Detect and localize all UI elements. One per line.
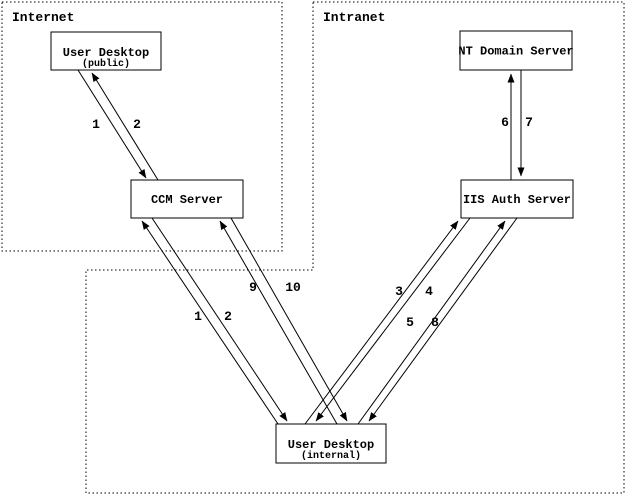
edge-line-8-iis-auth-server-to-user-desktop-internal: [368, 217, 518, 422]
node-iis-auth-server: [460, 179, 574, 219]
edge-line-2-ccm-server-to-user-desktop-internal: [151, 217, 288, 422]
zone-label-internet: Internet: [12, 10, 74, 25]
edge-label-7-nt-domain-server-to-iis-auth-server: 7: [525, 115, 533, 130]
edge-label-2-ccm-server-to-user-desktop-public: 2: [133, 117, 141, 132]
edge-label-6-iis-auth-server-to-nt-domain-server: 6: [501, 115, 509, 130]
node-ccm-server: [130, 179, 244, 219]
edge-label-10-ccm-server-to-user-desktop-internal: 10: [285, 280, 301, 295]
edge-label-1-user-desktop-public-to-ccm-server: 1: [92, 117, 100, 132]
edge-label-9-user-desktop-internal-to-ccm-server: 9: [249, 280, 257, 295]
edge-label-1-user-desktop-internal-to-ccm-server: 1: [194, 309, 202, 324]
edge-line-1-user-desktop-public-to-ccm-server: [77, 69, 147, 179]
edge-line-4-iis-auth-server-to-user-desktop-internal: [315, 217, 471, 422]
node-label-ccm-server: CCM Server: [151, 193, 223, 207]
edge-line-1-user-desktop-internal-to-ccm-server: [141, 220, 279, 425]
edge-line-2-ccm-server-to-user-desktop-public: [91, 72, 159, 181]
node-label-nt-domain-server: NT Domain Server: [458, 45, 573, 59]
node-sublabel-user-desktop-internal: (internal): [301, 450, 361, 462]
zone-label-intranet: Intranet: [323, 10, 385, 25]
zone-border-internet: [1, 1, 283, 252]
edge-line-9-user-desktop-internal-to-ccm-server: [219, 220, 338, 425]
edge-label-4-iis-auth-server-to-user-desktop-internal: 4: [425, 284, 433, 299]
node-user-desktop-public: [50, 31, 162, 71]
edge-label-2-ccm-server-to-user-desktop-internal: 2: [224, 309, 232, 324]
node-label-user-desktop-public: User Desktop: [63, 46, 149, 60]
edge-line-3-user-desktop-internal-to-iis-auth-server: [304, 220, 459, 425]
node-user-desktop-internal: [275, 423, 387, 464]
edge-label-5-user-desktop-internal-to-iis-auth-server: 5: [406, 315, 414, 330]
node-label-user-desktop-internal: User Desktop: [288, 438, 374, 452]
edge-line-10-ccm-server-to-user-desktop-internal: [230, 217, 348, 422]
zone-border-intranet: [85, 1, 625, 494]
node-label-iis-auth-server: IIS Auth Server: [463, 193, 571, 207]
node-sublabel-user-desktop-public: (public): [82, 58, 130, 70]
edge-label-8-iis-auth-server-to-user-desktop-internal: 8: [431, 315, 439, 330]
edge-line-5-user-desktop-internal-to-iis-auth-server: [357, 220, 506, 425]
edge-label-3-user-desktop-internal-to-iis-auth-server: 3: [395, 284, 403, 299]
node-nt-domain-server: [459, 30, 573, 71]
